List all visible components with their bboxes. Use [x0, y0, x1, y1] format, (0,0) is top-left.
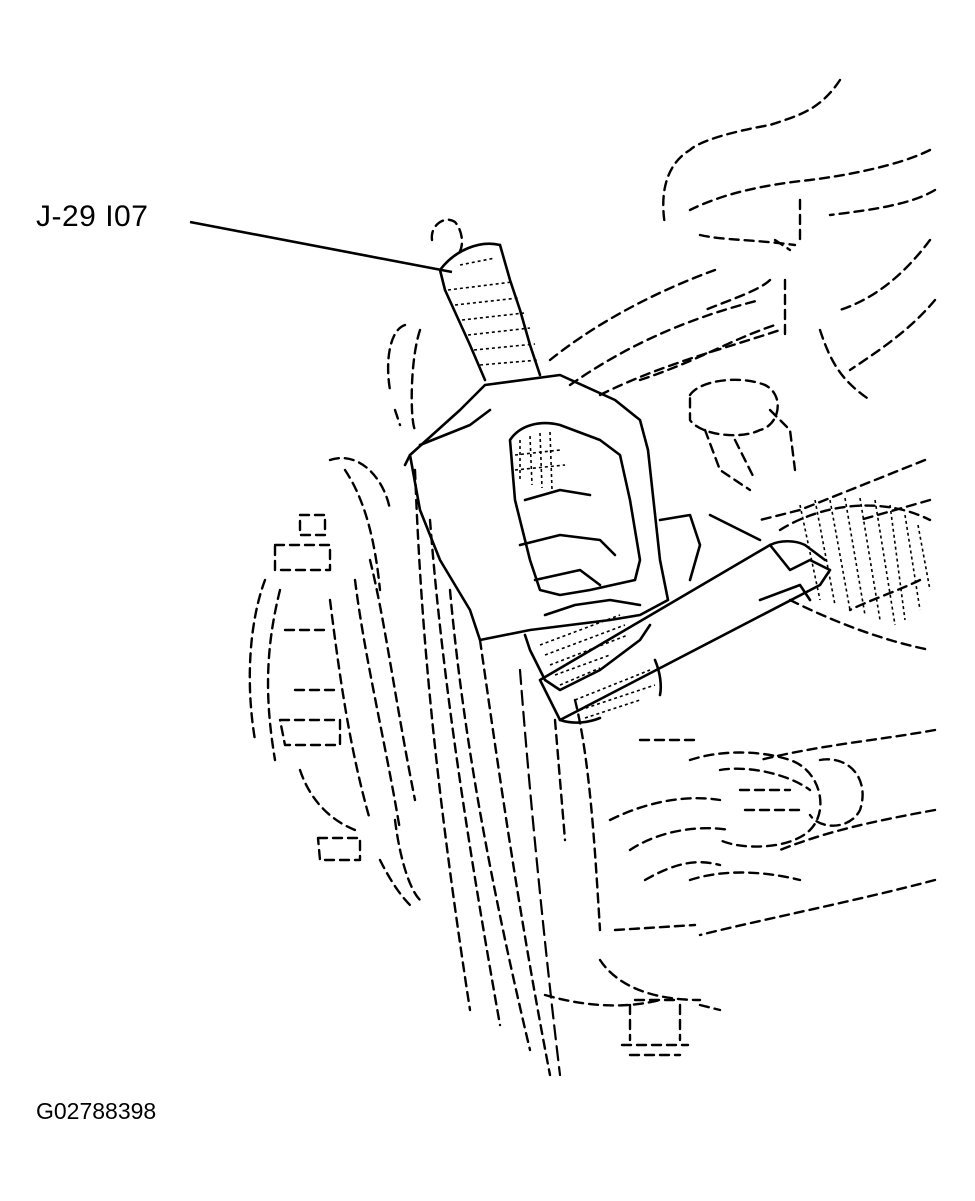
lower-control-arm-phantom [543, 738, 864, 1057]
steering-knuckle-phantom [548, 78, 937, 937]
brake-rotor-phantom [248, 323, 602, 1077]
puller-forcing-screw [430, 218, 542, 382]
tie-rod [538, 497, 932, 724]
tool-callout-label: J-29 I07 [36, 200, 149, 233]
figure-id-label: G02788398 [36, 1098, 157, 1124]
puller-tool-body [403, 373, 762, 719]
callout-leader-line [189, 220, 453, 274]
